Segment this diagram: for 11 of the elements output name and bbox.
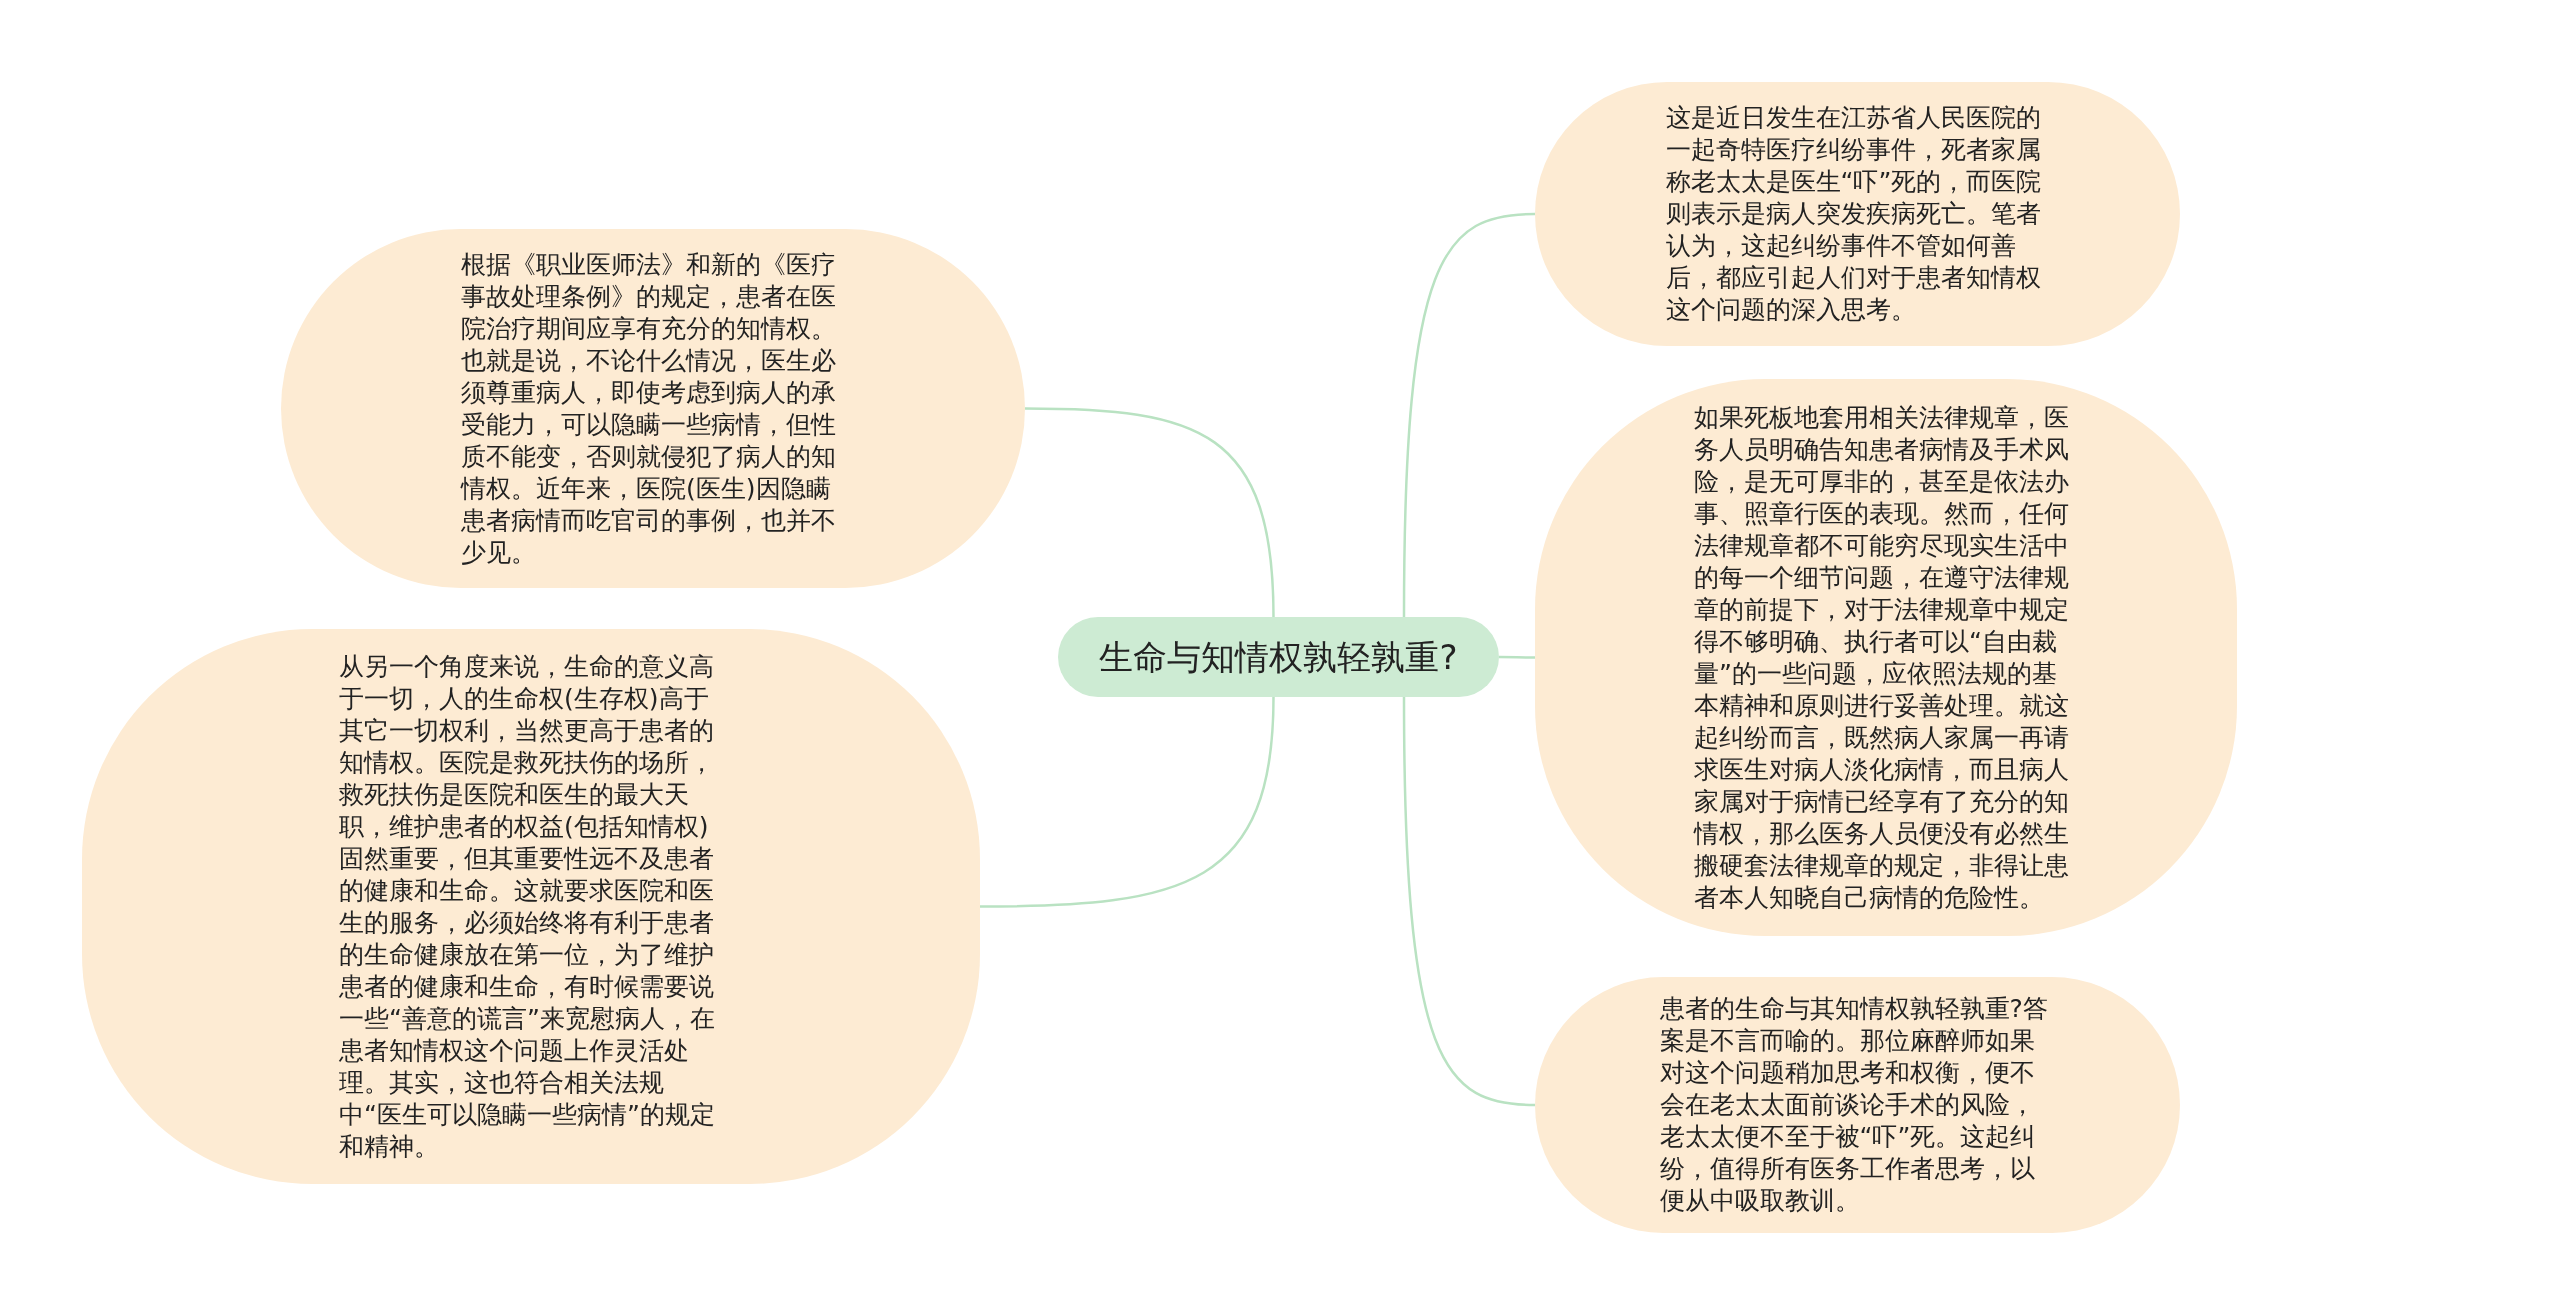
- connector-line: [1402, 212, 1536, 617]
- connector-line: [1402, 697, 1536, 1107]
- bubble-text: 根据《职业医师法》和新的《医疗事故处理条例》的规定，患者在医院治疗期间应享有充分的知情权。也就是说，不论什么情况，医生必须尊重病人，即使考虑到病人的承受能力，可以隐瞒一些病情，但性质不能变，否则就侵犯了病人的知情权。近年来，医院(医生)因隐瞒患者病情而吃官司的事例，也并不少见。: [461, 248, 837, 569]
- bubble-text: 患者的生命与其知情权孰轻孰重?答案是不言而喻的。那位麻醉师如果对这个问题稍加思考和权衡，便不会在老太太面前谈论手术的风险，老太太便不至于被“吓”死。这起纠纷，值得所有医务工作者思考，以便从中吸取教训。: [1659, 993, 2049, 1217]
- bubble-text: 如果死板地套用相关法律规章，医务人员明确告知患者病情及手术风险，是无可厚非的，甚至是依法办事、照章行医的表现。然而，任何法律规章都不可能穷尽现实生活中的每一个细节问题，在遵守法律规章的前提下，对于法律规章中规定得不够明确、执行者可以“自由裁量”的一些问题，应依照法规的基本精神和原则进行妥善处理。就这起纠纷而言，既然病人家属一再请求医生对病人淡化病情，而且病人家属对于病情已经享有了充分的知情权，那么医务人员便没有必然生搬硬套法律规章的规定，非得让患者本人知晓自己病情的危险性。: [1694, 401, 2070, 914]
- connector-line: [1025, 407, 1275, 618]
- topic-title: 生命与知情权孰轻孰重?: [1099, 637, 1458, 677]
- connector-line: [1499, 655, 1535, 659]
- connector-line: [980, 696, 1275, 908]
- bubble-text: 这是近日发生在江苏省人民医院的一起奇特医疗纠纷事件，死者家属称老太太是医生“吓”死的，而医院则表示是病人突发疾病死亡。笔者认为，这起纠纷事件不管如何善后，都应引起人们对于患者知情权这个问题的深入思考。: [1665, 102, 2043, 326]
- bubble-text: 从另一个角度来说，生命的意义高于一切，人的生命权(生存权)高于其它一切权利，当然更高于患者的知情权。医院是救死扶伤的场所，救死扶伤是医院和医生的最大天职，维护患者的权益(包括知情权)固然重要，但其重要性远不及患者的健康和生命。这就要求医院和医生的服务，必须始终将有利于患者的生命健康放在第一位，为了维护患者的健康和生命，有时候需要说一些“善意的谎言”来宽慰病人，在患者知情权这个问题上作灵活处理。其实，这也符合相关法规中“医生可以隐瞒一些病情”的规定和精神。: [339, 650, 716, 1163]
